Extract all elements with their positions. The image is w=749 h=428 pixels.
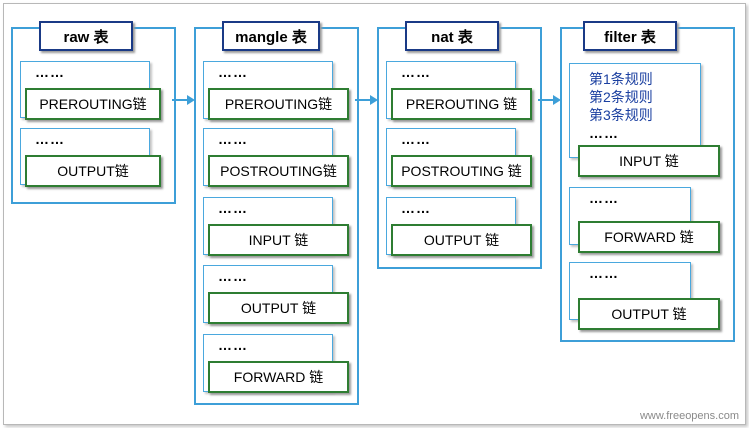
watermark: www.freeopens.com bbox=[639, 410, 739, 422]
filter-input-box: 第1条规则 第2条规则 第3条规则 …… bbox=[569, 63, 701, 158]
mangle-output-chain: OUTPUT 链 bbox=[208, 292, 349, 324]
chain-dots: …… bbox=[218, 200, 248, 216]
rule-3: 第3条规则 bbox=[589, 107, 653, 123]
mangle-postrouting-chain: POSTROUTING链 bbox=[208, 155, 349, 187]
nat-postrouting-chain: POSTROUTING 链 bbox=[391, 155, 532, 187]
chain-dots: …… bbox=[589, 125, 619, 141]
chain-dots: …… bbox=[218, 268, 248, 284]
filter-input-chain: INPUT 链 bbox=[578, 145, 720, 177]
arrow-nat-to-filter bbox=[538, 95, 561, 105]
rule-1: 第1条规则 bbox=[589, 71, 653, 87]
nat-table-title: nat 表 bbox=[405, 21, 499, 51]
raw-prerouting-chain: PREROUTING链 bbox=[25, 88, 161, 120]
nat-output-chain: OUTPUT 链 bbox=[391, 224, 532, 256]
chain-dots: …… bbox=[35, 64, 65, 80]
chain-dots: …… bbox=[401, 64, 431, 80]
raw-table-title: raw 表 bbox=[39, 21, 133, 51]
filter-table-title: filter 表 bbox=[583, 21, 677, 51]
mangle-input-chain: INPUT 链 bbox=[208, 224, 349, 256]
mangle-forward-chain: FORWARD 链 bbox=[208, 361, 349, 393]
raw-output-chain: OUTPUT链 bbox=[25, 155, 161, 187]
arrow-raw-to-mangle bbox=[172, 95, 195, 105]
filter-forward-chain: FORWARD 链 bbox=[578, 221, 720, 253]
chain-dots: …… bbox=[401, 200, 431, 216]
chain-dots: …… bbox=[35, 131, 65, 147]
arrow-mangle-to-nat bbox=[355, 95, 378, 105]
chain-dots: …… bbox=[218, 64, 248, 80]
mangle-table-title: mangle 表 bbox=[222, 21, 320, 51]
chain-dots: …… bbox=[589, 265, 619, 281]
chain-dots: …… bbox=[401, 131, 431, 147]
rule-2: 第2条规则 bbox=[589, 89, 653, 105]
chain-dots: …… bbox=[218, 131, 248, 147]
mangle-prerouting-chain: PREROUTING链 bbox=[208, 88, 349, 120]
nat-prerouting-chain: PREROUTING 链 bbox=[391, 88, 532, 120]
filter-output-chain: OUTPUT 链 bbox=[578, 298, 720, 330]
chain-dots: …… bbox=[218, 337, 248, 353]
chain-dots: …… bbox=[589, 190, 619, 206]
